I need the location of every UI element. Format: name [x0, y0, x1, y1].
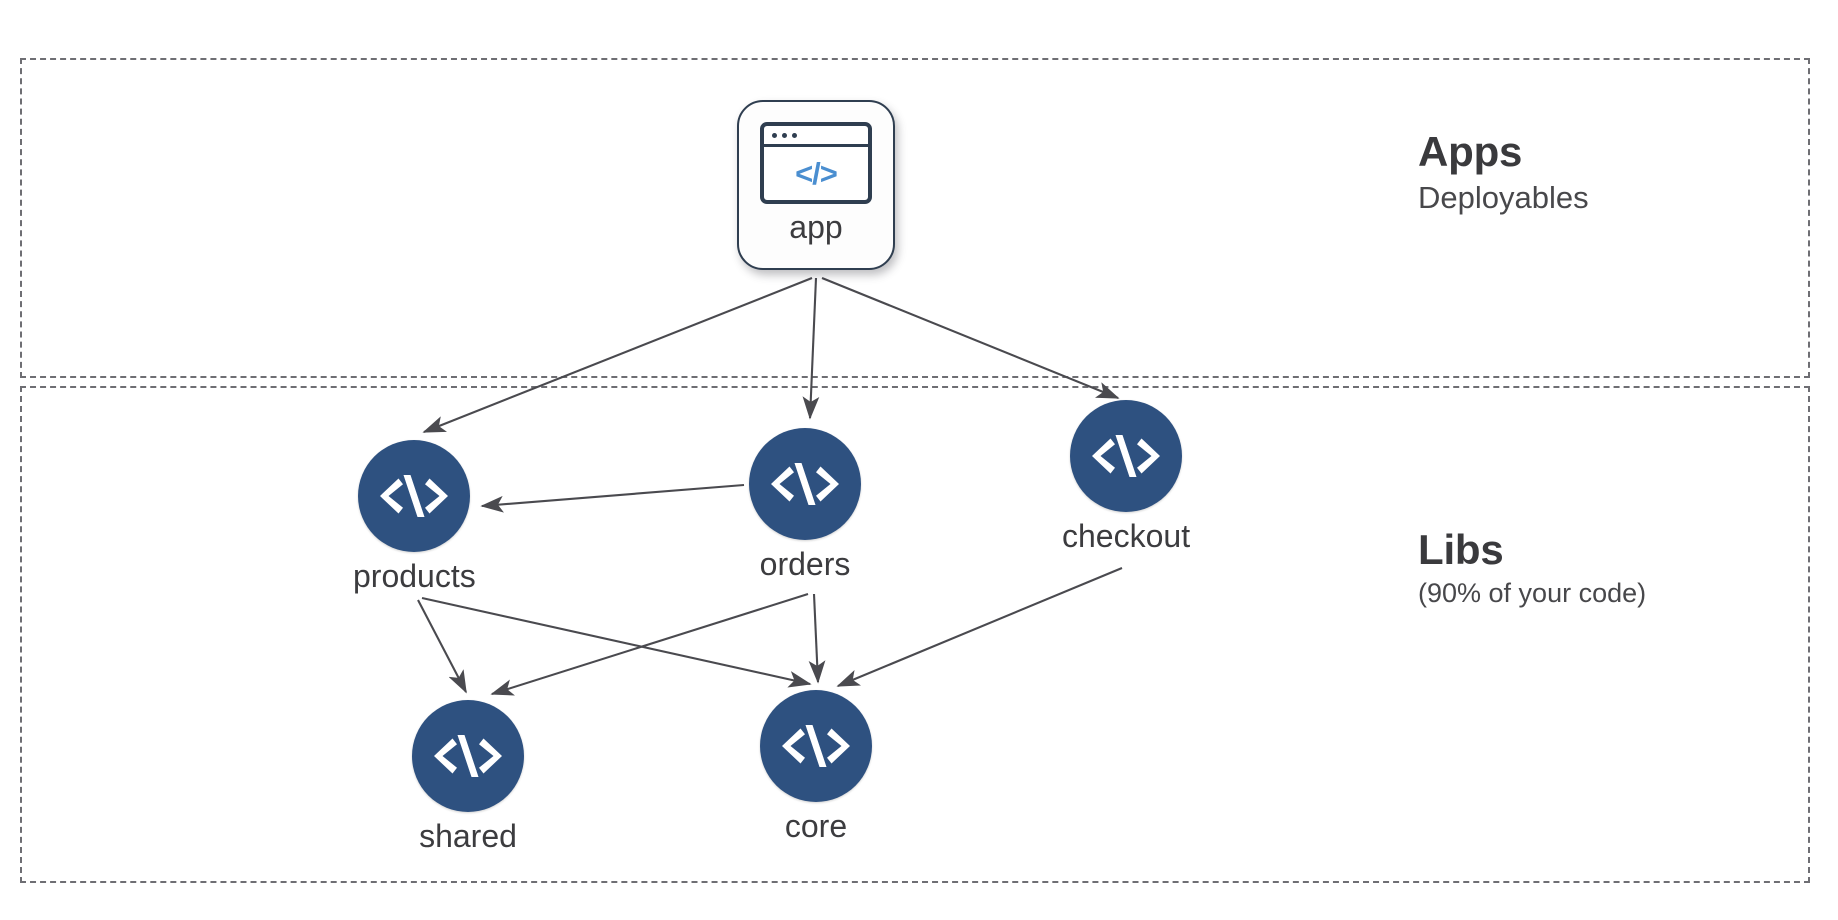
node-label-core: core — [784, 808, 848, 844]
region-title-apps: Apps — [1418, 128, 1523, 175]
node-orders[interactable]: orders — [749, 428, 861, 582]
code-icon — [749, 428, 861, 540]
node-products[interactable]: products — [353, 440, 476, 594]
region-box-libs — [20, 386, 1810, 883]
node-label-products: products — [353, 558, 476, 594]
node-label-orders: orders — [759, 546, 851, 582]
code-icon — [412, 700, 524, 812]
code-icon — [760, 690, 872, 802]
code-icon — [358, 440, 471, 552]
node-label-checkout: checkout — [1062, 518, 1191, 554]
browser-dot-3 — [792, 132, 797, 138]
node-label-shared: shared — [419, 818, 517, 854]
browser-body: </> — [764, 147, 868, 200]
region-subtitle-apps: Deployables — [1418, 180, 1589, 216]
region-legend-apps: Apps Deployables — [1418, 128, 1589, 218]
browser-dot-1 — [772, 132, 777, 138]
browser-code-icon: </> — [760, 122, 872, 204]
region-legend-libs: Libs (90% of your code) — [1418, 526, 1647, 611]
code-icon — [1070, 400, 1183, 512]
region-box-apps — [20, 58, 1810, 378]
node-shared[interactable]: shared — [412, 700, 524, 854]
browser-titlebar — [764, 126, 868, 147]
region-subtitle-libs: (90% of your code) — [1418, 578, 1647, 609]
node-app[interactable]: </> app — [737, 100, 895, 270]
region-title-libs: Libs — [1418, 526, 1504, 573]
code-glyph: </> — [795, 156, 838, 191]
node-label-app: app — [789, 209, 843, 245]
node-checkout[interactable]: checkout — [1062, 400, 1190, 554]
node-core[interactable]: core — [760, 690, 872, 844]
browser-dot-2 — [782, 132, 787, 138]
